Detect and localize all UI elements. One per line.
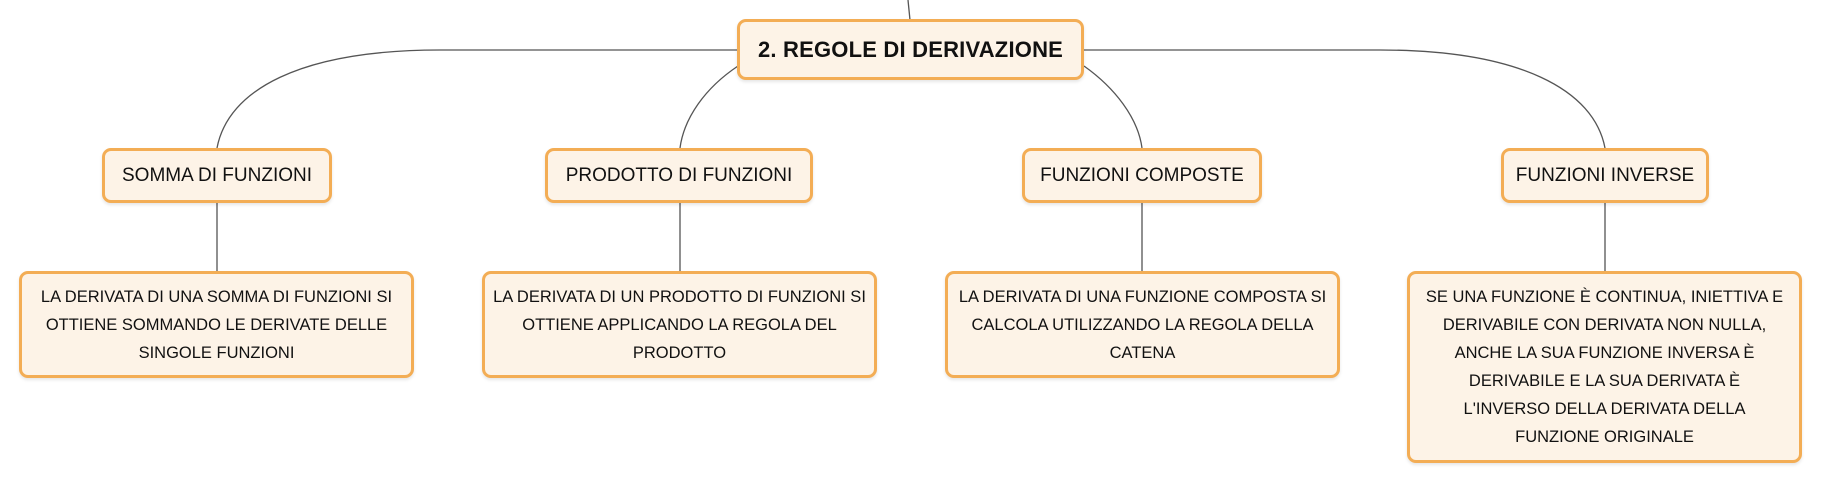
description-text: LA DERIVATA DI UN PRODOTTO DI FUNZIONI S… (493, 287, 866, 362)
connector-parent (907, 0, 911, 21)
connector-root-prodotto (679, 65, 739, 149)
description-funzioni-composte[interactable]: LA DERIVATA DI UNA FUNZIONE COMPOSTA SI … (945, 271, 1340, 378)
branch-title: SOMMA DI FUNZIONI (122, 164, 312, 186)
branch-title: PRODOTTO DI FUNZIONI (565, 164, 793, 186)
branch-title: FUNZIONI COMPOSTE (1040, 164, 1244, 186)
description-text: LA DERIVATA DI UNA FUNZIONE COMPOSTA SI … (958, 287, 1327, 362)
description-somma-di-funzioni[interactable]: LA DERIVATA DI UNA SOMMA DI FUNZIONI SI … (19, 271, 414, 378)
branch-funzioni-inverse[interactable]: FUNZIONI INVERSE (1501, 148, 1709, 203)
connector-root-composte (1083, 65, 1143, 149)
branch-funzioni-composte[interactable]: FUNZIONI COMPOSTE (1022, 148, 1262, 203)
root-node[interactable]: 2. REGOLE DI DERIVAZIONE (737, 19, 1084, 80)
connector-root-inverse (1082, 49, 1606, 149)
connector-root-somma (216, 49, 740, 149)
description-funzioni-inverse[interactable]: SE UNA FUNZIONE È CONTINUA, INIETTIVA E … (1407, 271, 1802, 463)
branch-title: FUNZIONI INVERSE (1515, 164, 1695, 186)
root-title: 2. REGOLE DI DERIVAZIONE (757, 36, 1064, 62)
branch-somma-di-funzioni[interactable]: SOMMA DI FUNZIONI (102, 148, 332, 203)
branch-prodotto-di-funzioni[interactable]: PRODOTTO DI FUNZIONI (545, 148, 813, 203)
description-text: SE UNA FUNZIONE È CONTINUA, INIETTIVA E … (1425, 288, 1784, 446)
description-text: LA DERIVATA DI UNA SOMMA DI FUNZIONI SI … (40, 287, 393, 362)
description-prodotto-di-funzioni[interactable]: LA DERIVATA DI UN PRODOTTO DI FUNZIONI S… (482, 271, 877, 378)
